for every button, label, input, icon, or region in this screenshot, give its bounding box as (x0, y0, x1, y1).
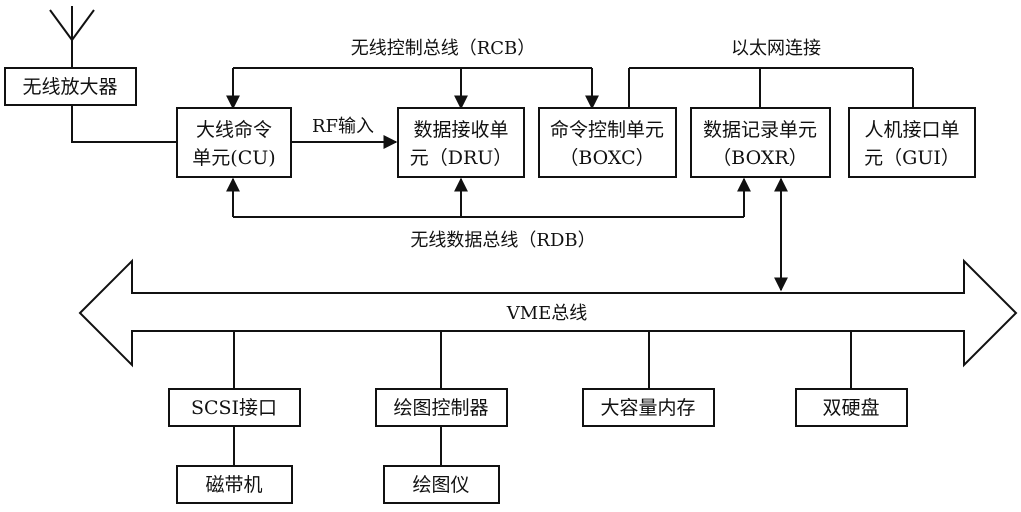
cu-label-line2: 单元(CU) (192, 147, 275, 169)
plotter-box (383, 465, 500, 504)
boxc-label-line2: （BOXC） (559, 147, 654, 169)
rcb-bus-label: 无线控制总线（RCB） (351, 38, 536, 59)
amplifier-to-cu-line (71, 105, 177, 143)
antenna-icon (49, 6, 95, 44)
wireless-amplifier-label: 无线放大器 (22, 76, 117, 98)
ethernet-label: 以太网连接 (731, 38, 821, 59)
tape-drive-box (176, 465, 293, 504)
plotter-label: 绘图仪 (412, 474, 469, 496)
wireless-amplifier-box (4, 67, 137, 106)
boxc-label-line1: 命令控制单元 (550, 119, 664, 141)
gui-box (848, 107, 976, 178)
gui-label-line2: 元（GUI） (864, 147, 960, 169)
cu-box (176, 107, 292, 178)
memory-box (582, 388, 715, 427)
boxc-box (538, 107, 677, 178)
plot-controller-label: 绘图控制器 (393, 397, 488, 419)
tape-drive-label: 磁带机 (205, 474, 262, 496)
cu-label-line1: 大线命令 (196, 119, 272, 141)
scsi-interface-label: SCSI接口 (191, 397, 277, 419)
dru-box (397, 107, 525, 178)
dual-hdd-box (795, 388, 908, 427)
vme-bus-label: VME总线 (506, 303, 588, 324)
rdb-bus-label: 无线数据总线（RDB） (410, 230, 595, 251)
memory-label: 大容量内存 (600, 397, 695, 419)
boxr-box (690, 107, 831, 178)
rf-input-label: RF输入 (312, 116, 374, 137)
boxr-label-line2: （BOXR） (712, 147, 807, 169)
vme-bus-arrow (78, 258, 1018, 368)
dual-hdd-label: 双硬盘 (822, 397, 879, 419)
dru-label-line1: 数据接收单 (413, 119, 508, 141)
dru-label-line2: 元（DRU） (410, 147, 513, 169)
boxr-label-line1: 数据记录单元 (703, 119, 817, 141)
gui-label-line1: 人机接口单 (864, 119, 959, 141)
